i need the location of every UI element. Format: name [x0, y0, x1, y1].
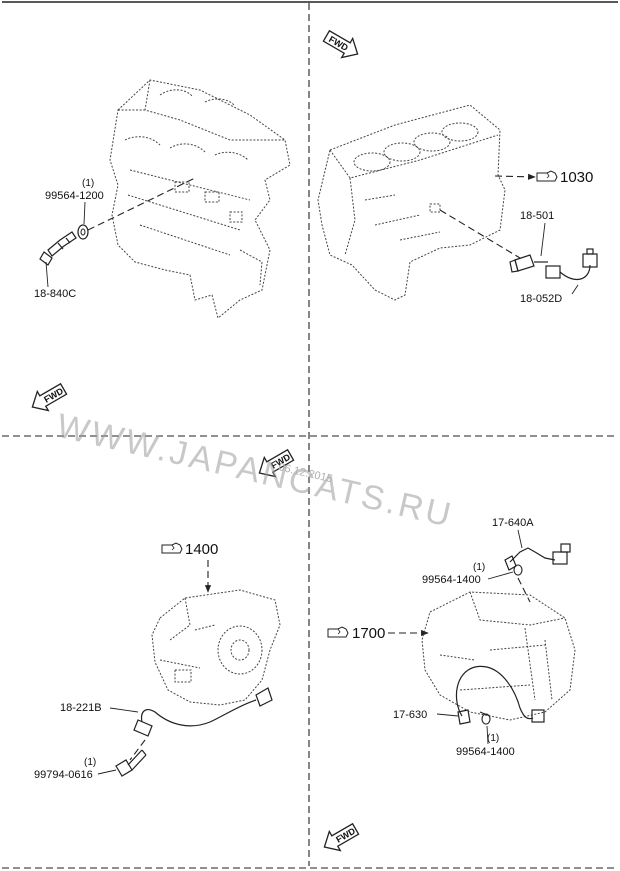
fwd-arrow-icon: FWD: [322, 29, 359, 59]
ref-leader: [494, 173, 536, 180]
washer-qty-label: (1): [82, 178, 94, 189]
sensor-17-640A: [504, 543, 571, 571]
panel-top-left: (1) 99564-1200 18-840C FWD: [31, 79, 291, 412]
lower-washer-part-label: 99564-1400: [456, 746, 515, 758]
sensor-18-501: [509, 248, 598, 281]
upper-washer: [513, 564, 523, 576]
reference-hand-icon: [161, 542, 183, 554]
fwd-arrow-icon: FWD: [31, 382, 68, 412]
upper-washer-part-label: 99564-1400: [422, 574, 481, 586]
sensor-18-840C: [39, 231, 77, 266]
sensor-part-label: 18-501: [520, 210, 554, 222]
cylinder-block-illustration: [317, 104, 506, 301]
lower-washer-qty-label: (1): [487, 733, 499, 744]
install-guide-line: [129, 739, 146, 761]
reference-hand-icon: [327, 626, 349, 638]
transaxle-illustration: [421, 591, 576, 721]
panel-top-right: FWD 1030 18-501 18-052D: [317, 29, 598, 305]
ref-1400: 1400: [185, 541, 218, 558]
upper-sensor-part-label: 17-640A: [492, 517, 534, 529]
ref-1700: 1700: [352, 625, 385, 642]
reference-hand-icon: [536, 170, 558, 182]
panel-bottom-right: 17-640A (1) 99564-1400 1700 17-630 (1) 9…: [323, 517, 576, 852]
engine-block-illustration: [109, 79, 291, 319]
sensor-17-630: [455, 665, 545, 725]
washer-part-label: 99564-1200: [45, 190, 104, 202]
sensor-18-221B: [133, 687, 273, 737]
lower-sensor-part-label: 17-630: [393, 709, 427, 721]
watermark: WWW.JAPANCATS.RU 06.12.2015: [53, 407, 457, 535]
bolt-part-label: 99794-0616: [34, 769, 93, 781]
install-guide-line: [87, 177, 196, 231]
harness-part-label: 18-052D: [520, 293, 562, 305]
lower-washer: [479, 711, 491, 725]
fwd-arrow-icon: FWD: [323, 822, 360, 852]
upper-washer-qty-label: (1): [473, 562, 485, 573]
bolt-qty-label: (1): [84, 757, 96, 768]
install-guide-line: [439, 209, 521, 259]
install-guide-line: [517, 577, 531, 603]
panel-bottom-left: 1400 18-221B (1) 99794-0616: [34, 541, 281, 781]
sensor-part-label: 18-221B: [60, 702, 102, 714]
sensor-part-label: 18-840C: [34, 288, 76, 300]
ref-1030: 1030: [560, 169, 593, 186]
transmission-illustration: [151, 589, 281, 706]
washer-99564-1200: [77, 224, 89, 240]
watermark-text: WWW.JAPANCATS.RU: [53, 407, 457, 535]
bolt-99794-0616: [115, 749, 147, 777]
